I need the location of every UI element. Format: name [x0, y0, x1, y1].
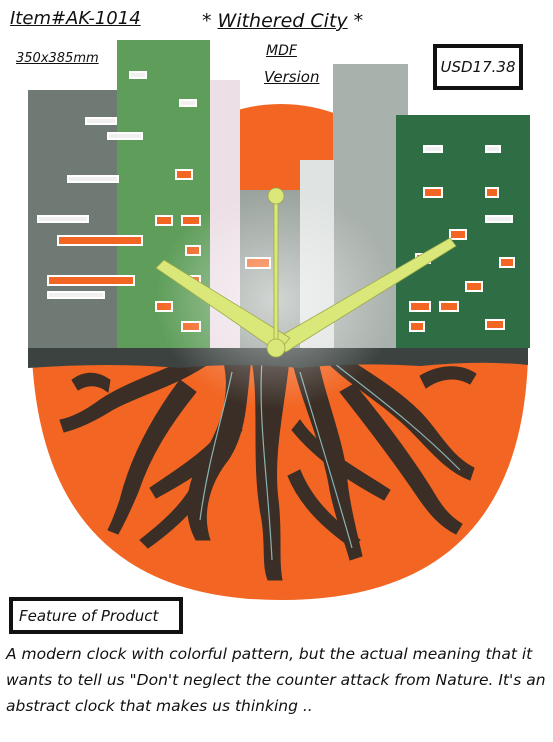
title-text: Withered City: [217, 10, 348, 32]
item-number: Item#AK-1014: [10, 8, 141, 29]
clock-center-cap: [266, 338, 286, 358]
product-title: * Withered City *: [202, 10, 363, 32]
clock-hands: [155, 187, 457, 358]
roots-pattern: [59, 349, 477, 581]
price-box: USD17.38: [433, 44, 523, 90]
feature-description: A modern clock with colorful pattern, bu…: [6, 645, 546, 715]
second-hand-tip: [267, 187, 285, 205]
second-hand: [273, 195, 279, 349]
product-dimensions: 350x385mm: [16, 51, 99, 66]
material-label: MDF: [266, 43, 297, 59]
feature-heading: Feature of Product: [9, 597, 183, 634]
title-prefix: *: [202, 10, 218, 32]
title-suffix: *: [347, 10, 364, 32]
version-label: Version: [264, 68, 320, 86]
hour-hand: [155, 259, 291, 353]
